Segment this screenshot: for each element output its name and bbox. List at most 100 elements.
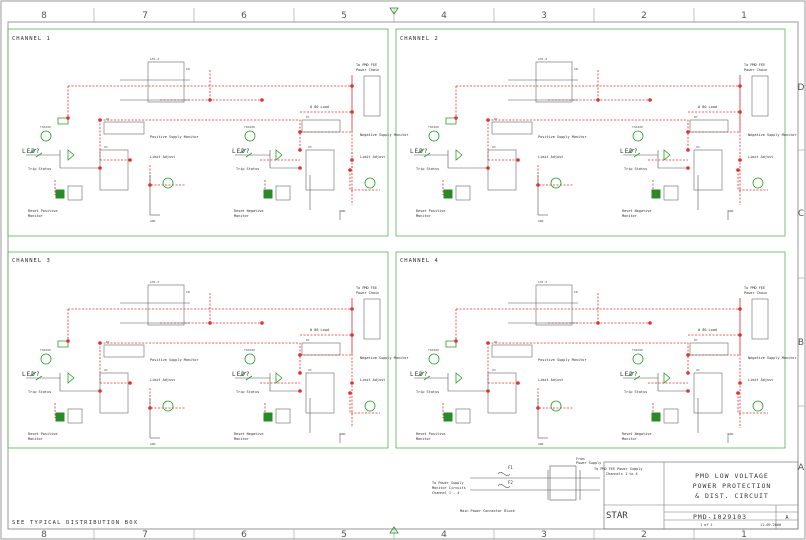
main-power-block: F1 F2 To Power Supply Monitor Circuits C…	[432, 457, 642, 513]
reset-negative-label: Reset Negative	[622, 209, 652, 213]
channels-label: Channels 1 to 4	[606, 472, 638, 476]
channel-title: CHANNEL 3	[12, 258, 51, 264]
negative-supply-label: Negative Supply Monitor	[748, 133, 796, 137]
power-supply-label: Power Supply	[576, 461, 601, 465]
col-label: 1	[741, 11, 747, 21]
limit-adjust-label: Limit Adjust	[150, 155, 175, 159]
led-label: LED?	[620, 148, 638, 155]
power-chain-label: Power Chain	[356, 68, 379, 72]
limit-adjust-label: Limit Adjust	[538, 378, 563, 382]
title-line-2: POWER PROTECTION	[693, 482, 772, 490]
power-chain-label: Power Chain	[356, 291, 379, 295]
sheet-number: 1 of 1	[700, 523, 713, 527]
led-label: LED?	[22, 371, 40, 378]
power-chain-label: Power Chain	[744, 291, 767, 295]
led-label: LED?	[620, 371, 638, 378]
trip-status-label: Trip Status	[28, 390, 51, 394]
column-grid-top: 8 7 6 5 4 3 2 1	[41, 11, 747, 21]
load-label: # 80 Load	[310, 105, 329, 109]
connector-note: Main Power Connector Block	[460, 509, 516, 513]
monitor-circuits-label: Monitor Circuits	[432, 486, 466, 490]
led-label: LED?	[232, 371, 250, 378]
reset-negative-sub: Monitor	[234, 214, 249, 218]
col-label: 1	[741, 530, 747, 540]
led-label: LED?	[410, 148, 428, 155]
channel-range-label: Channel 1 - 4	[432, 491, 459, 495]
limit-adjust-label: Limit Adjust	[538, 155, 563, 159]
fuse-label: F2	[508, 480, 513, 485]
to-pmd-label: To PMD FEE	[744, 286, 765, 290]
to-power-supply-label: To Power Supply	[432, 481, 464, 485]
trip-status-label: Trip Status	[624, 167, 647, 171]
positive-supply-label: Positive Supply Monitor	[150, 135, 198, 139]
col-label: 5	[341, 11, 347, 21]
to-pmd-label: To PMD FEE	[356, 286, 377, 290]
col-label: 5	[341, 530, 347, 540]
led-label: LED?	[410, 371, 428, 378]
channel-title: CHANNEL 1	[12, 36, 51, 42]
channel-3-schematic	[25, 279, 381, 447]
led-label: LED?	[232, 148, 250, 155]
trip-status-label: Trip Status	[28, 167, 51, 171]
channel-1-schematic	[25, 56, 381, 224]
load-label: # 80 Load	[698, 105, 717, 109]
to-pmd-supply-label: To PMD FEE Power Supply	[594, 467, 642, 471]
reset-negative-sub: Monitor	[622, 437, 637, 441]
row-label: B	[798, 338, 804, 348]
column-grid-bottom: 8 7 6 5 4 3 2 1	[41, 530, 747, 540]
limit-adjust-label: Limit Adjust	[748, 155, 773, 159]
to-pmd-label: To PMD FEE	[356, 63, 377, 67]
row-label: A	[798, 463, 805, 473]
positive-supply-label: Positive Supply Monitor	[538, 135, 586, 139]
col-label: 3	[541, 11, 547, 21]
limit-adjust-label: Limit Adjust	[748, 378, 773, 382]
col-label: 6	[241, 11, 247, 21]
negative-supply-label: Negative Supply Monitor	[360, 356, 408, 360]
reset-positive-label: Reset Positive	[416, 432, 446, 436]
col-label: 8	[41, 530, 47, 540]
positive-supply-label: Positive Supply Monitor	[538, 358, 586, 362]
reset-positive-label: Reset Positive	[28, 432, 58, 436]
title-block: STAR PMD LOW VOLTAGE POWER PROTECTION & …	[603, 461, 799, 530]
trip-status-label: Trip Status	[416, 390, 439, 394]
channel-title: CHANNEL 2	[400, 36, 439, 42]
limit-adjust-label: Limit Adjust	[360, 155, 385, 159]
limit-adjust-label: Limit Adjust	[150, 378, 175, 382]
positive-supply-label: Positive Supply Monitor	[150, 358, 198, 362]
col-label: 6	[241, 530, 247, 540]
doc-number: PMD-1029103	[693, 513, 747, 521]
reset-positive-label: Reset Positive	[416, 209, 446, 213]
load-label: # 80 Load	[698, 328, 717, 332]
channel-1-labels: LED? Trip Status LED? Trip Status Reset …	[22, 63, 408, 218]
reset-negative-label: Reset Negative	[234, 209, 264, 213]
company-logo: STAR	[606, 511, 628, 521]
reset-negative-sub: Monitor	[622, 214, 637, 218]
footer-note: SEE TYPICAL DISTRIBUTION BOX	[12, 520, 138, 526]
date: 11.09.2000	[760, 523, 781, 527]
col-label: 4	[441, 11, 447, 21]
revision: A	[785, 515, 788, 521]
title-line-1: PMD LOW VOLTAGE	[695, 472, 769, 480]
load-label: # 80 Load	[310, 328, 329, 332]
channel-box-2	[395, 28, 786, 237]
column-ticks	[93, 8, 805, 539]
channel-2-labels: LED? Trip Status LED? Trip Status Reset …	[410, 63, 796, 218]
centre-mark-bottom	[389, 526, 399, 534]
trip-status-label: Trip Status	[624, 390, 647, 394]
negative-supply-label: Negative Supply Monitor	[360, 133, 408, 137]
reset-negative-label: Reset Negative	[622, 432, 652, 436]
trip-status-label: Trip Status	[236, 390, 259, 394]
reset-positive-sub: Monitor	[416, 437, 431, 441]
channel-3-labels: LED? Trip Status LED? Trip Status Reset …	[22, 286, 408, 441]
title-line-3: & DIST. CIRCUIT	[695, 492, 769, 500]
reset-positive-label: Reset Positive	[28, 209, 58, 213]
reset-positive-sub: Monitor	[28, 437, 43, 441]
col-label: 8	[41, 11, 47, 21]
channel-title: CHANNEL 4	[400, 258, 439, 264]
channel-2-schematic	[413, 56, 769, 224]
limit-adjust-label: Limit Adjust	[360, 378, 385, 382]
row-label: D	[798, 83, 805, 93]
col-label: 3	[541, 530, 547, 540]
col-label: 7	[142, 11, 148, 21]
power-chain-label: Power Chain	[744, 68, 767, 72]
